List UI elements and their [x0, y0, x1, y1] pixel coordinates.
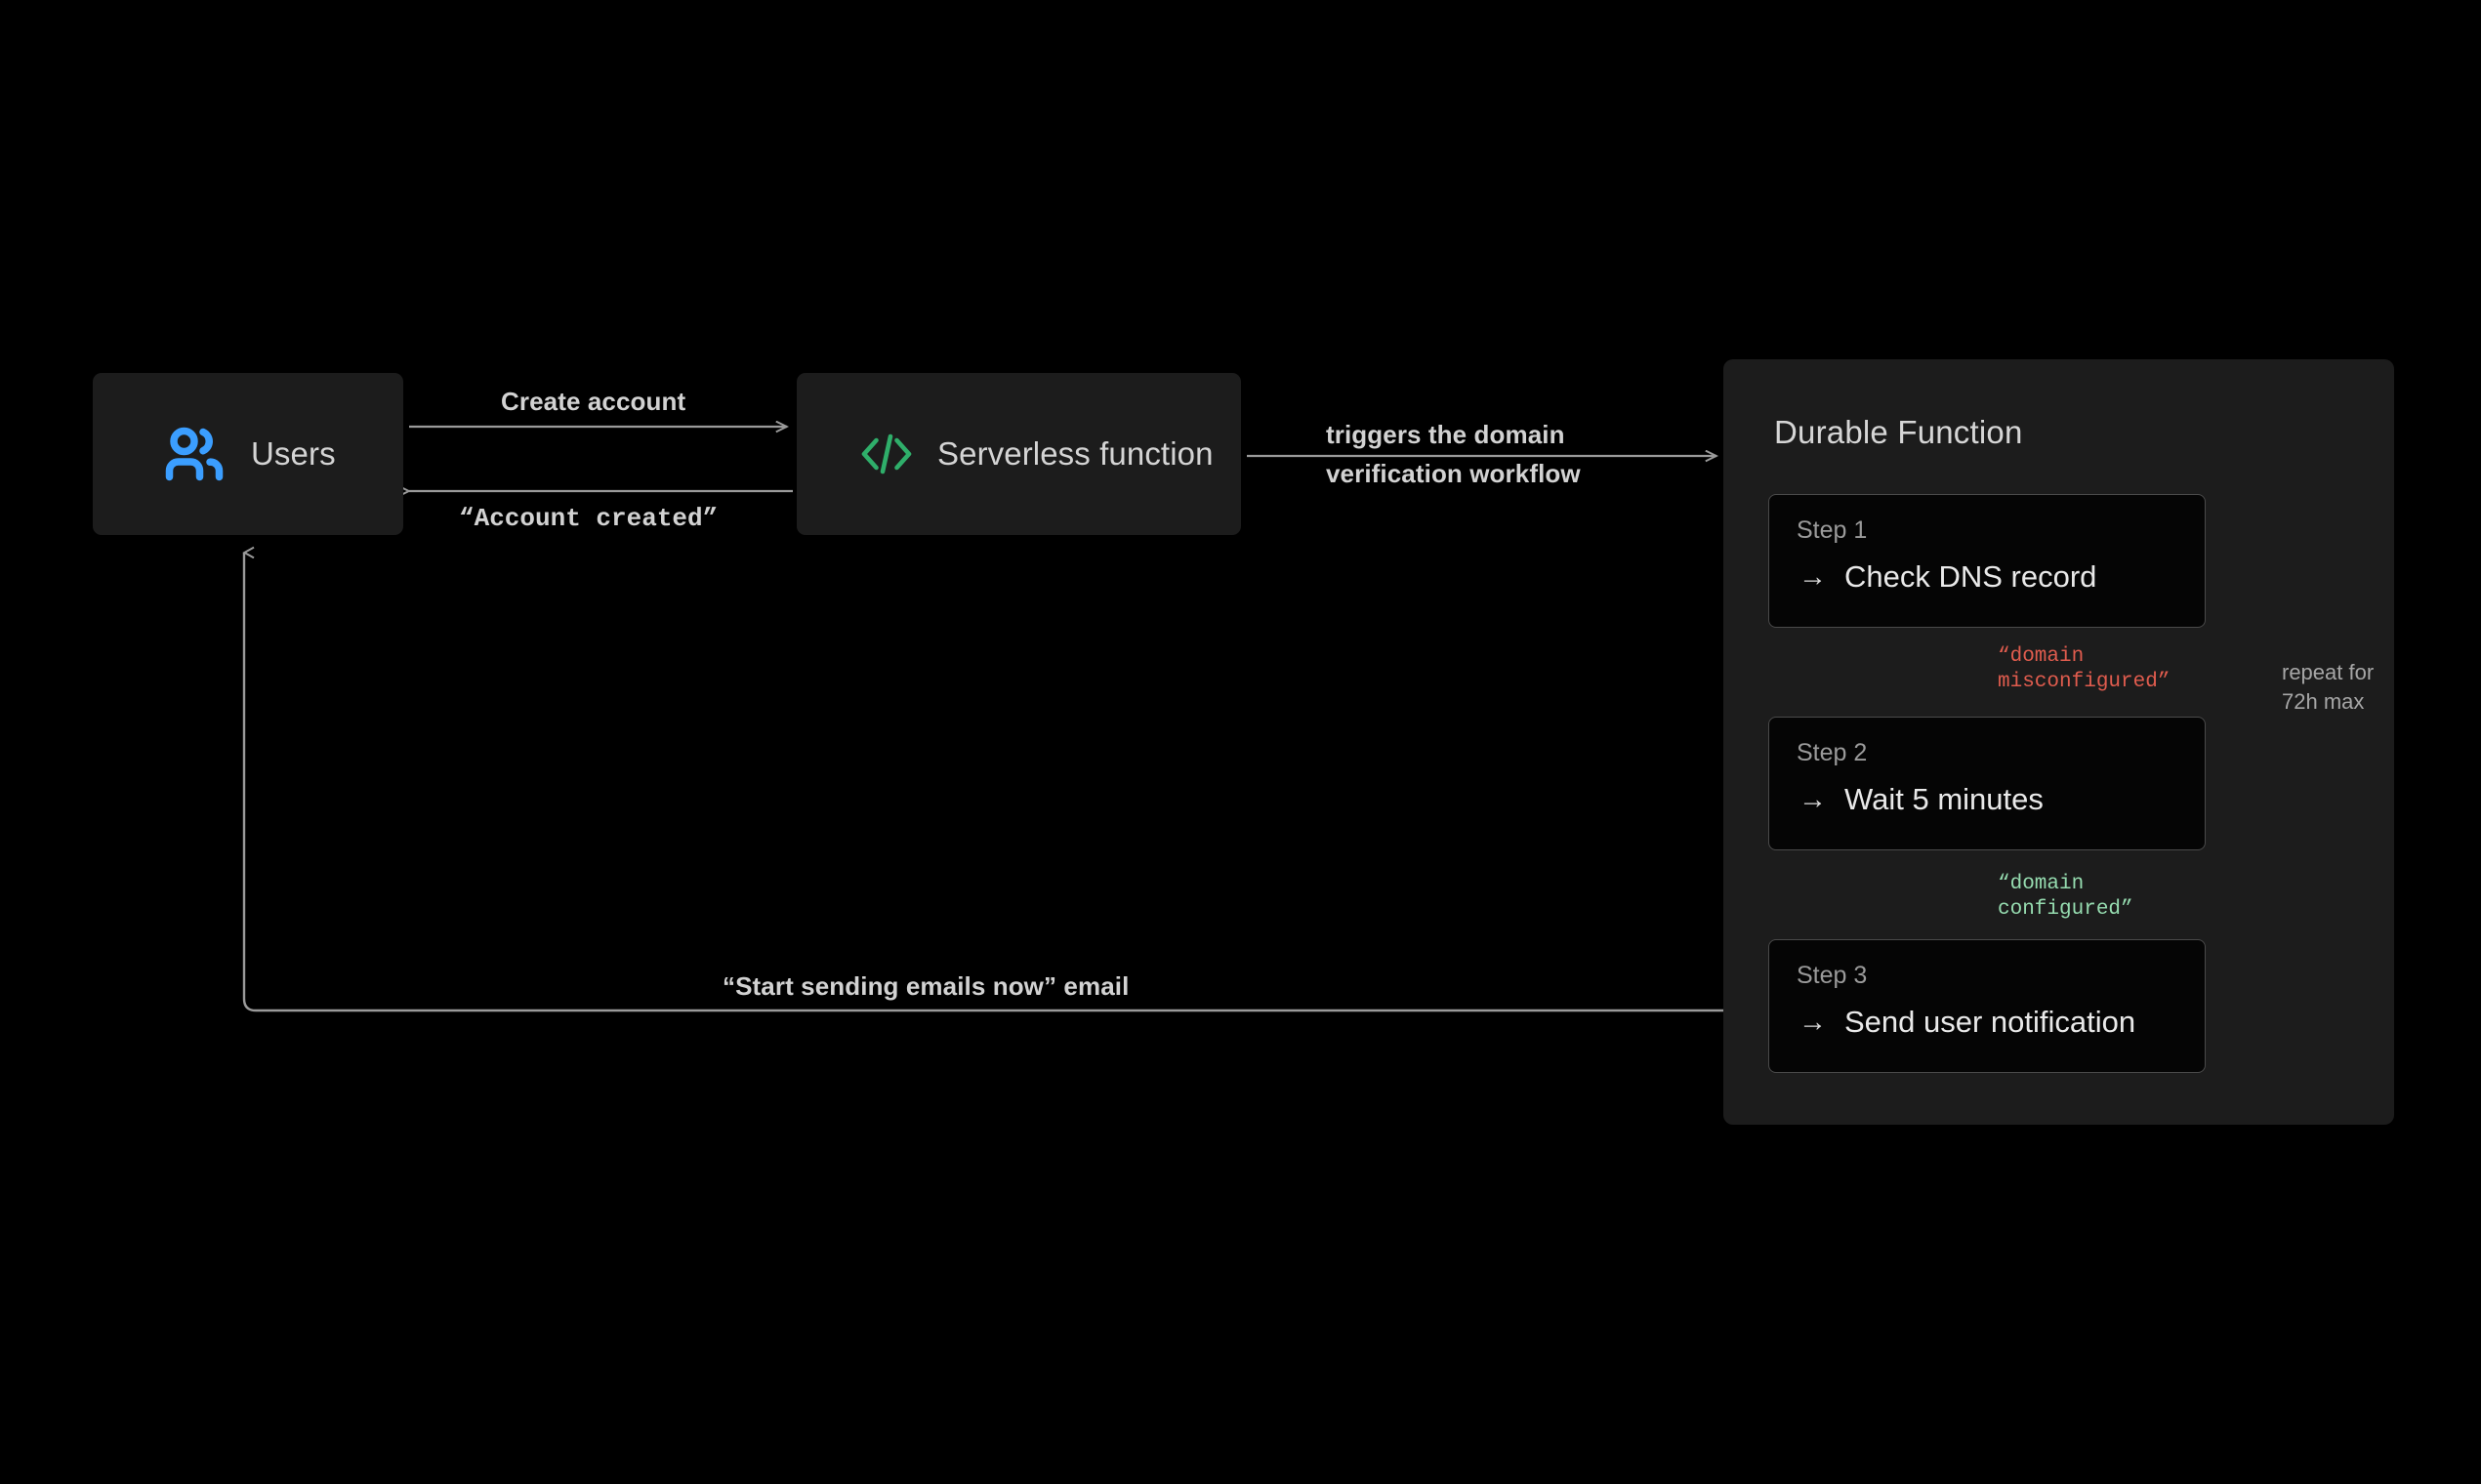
edge-label-create-account: Create account: [501, 387, 686, 416]
node-serverless-label: Serverless function: [937, 435, 1214, 472]
step-card-1[interactable]: Step 1 → Check DNS record: [1768, 494, 2206, 628]
step-1-label: Check DNS record: [1844, 559, 2097, 594]
durable-function-title: Durable Function: [1774, 414, 2023, 450]
node-users-label: Users: [251, 435, 336, 472]
users-icon: [165, 427, 226, 481]
step-3-body: → Send user notification: [1799, 1005, 2135, 1040]
step-2-kicker: Step 2: [1797, 739, 1868, 766]
arrow-right-icon: →: [1799, 560, 1827, 593]
loop-note-repeat: repeat for 72h max: [2282, 658, 2374, 717]
edge-label-start-sending-emails: “Start sending emails now” email: [723, 971, 1130, 1001]
arrow-right-icon: →: [1799, 1006, 1827, 1038]
edge-label-account-created: “Account created”: [459, 504, 719, 533]
node-serverless-content: Serverless function: [797, 431, 1214, 477]
step-2-body: → Wait 5 minutes: [1799, 782, 2044, 817]
durable-function-panel: Durable Function Step 1 → Check DNS reco…: [1723, 359, 2394, 1125]
loop-note-line2: 72h max: [2282, 689, 2365, 714]
branch-note-misconfigured-line2: misconfigured”: [1998, 671, 2171, 693]
edge-notification-to-users: [244, 553, 1768, 1012]
branch-note-domain-configured: “domain configured”: [1998, 872, 2133, 923]
edge-label-triggers-line1: triggers the domain: [1326, 420, 1565, 449]
step-card-2[interactable]: Step 2 → Wait 5 minutes: [1768, 717, 2206, 850]
step-card-3[interactable]: Step 3 → Send user notification: [1768, 939, 2206, 1073]
step-1-body: → Check DNS record: [1799, 559, 2096, 595]
step-1-kicker: Step 1: [1797, 516, 1868, 544]
node-users[interactable]: Users: [93, 373, 403, 535]
branch-note-misconfigured-line1: “domain: [1998, 645, 2085, 668]
arrow-right-icon: →: [1799, 783, 1827, 815]
step-3-kicker: Step 3: [1797, 962, 1868, 989]
code-brackets-icon: [859, 431, 914, 477]
branch-note-domain-misconfigured: “domain misconfigured”: [1998, 644, 2170, 695]
loop-note-line1: repeat for: [2282, 660, 2375, 684]
step-2-label: Wait 5 minutes: [1844, 782, 2044, 816]
step-3-label: Send user notification: [1844, 1005, 2136, 1039]
node-serverless-function[interactable]: Serverless function: [797, 373, 1241, 535]
branch-note-configured-line2: configured”: [1998, 898, 2133, 921]
edge-label-triggers-line2: verification workflow: [1326, 459, 1581, 488]
branch-note-configured-line1: “domain: [1998, 873, 2085, 895]
node-users-content: Users: [93, 427, 336, 481]
